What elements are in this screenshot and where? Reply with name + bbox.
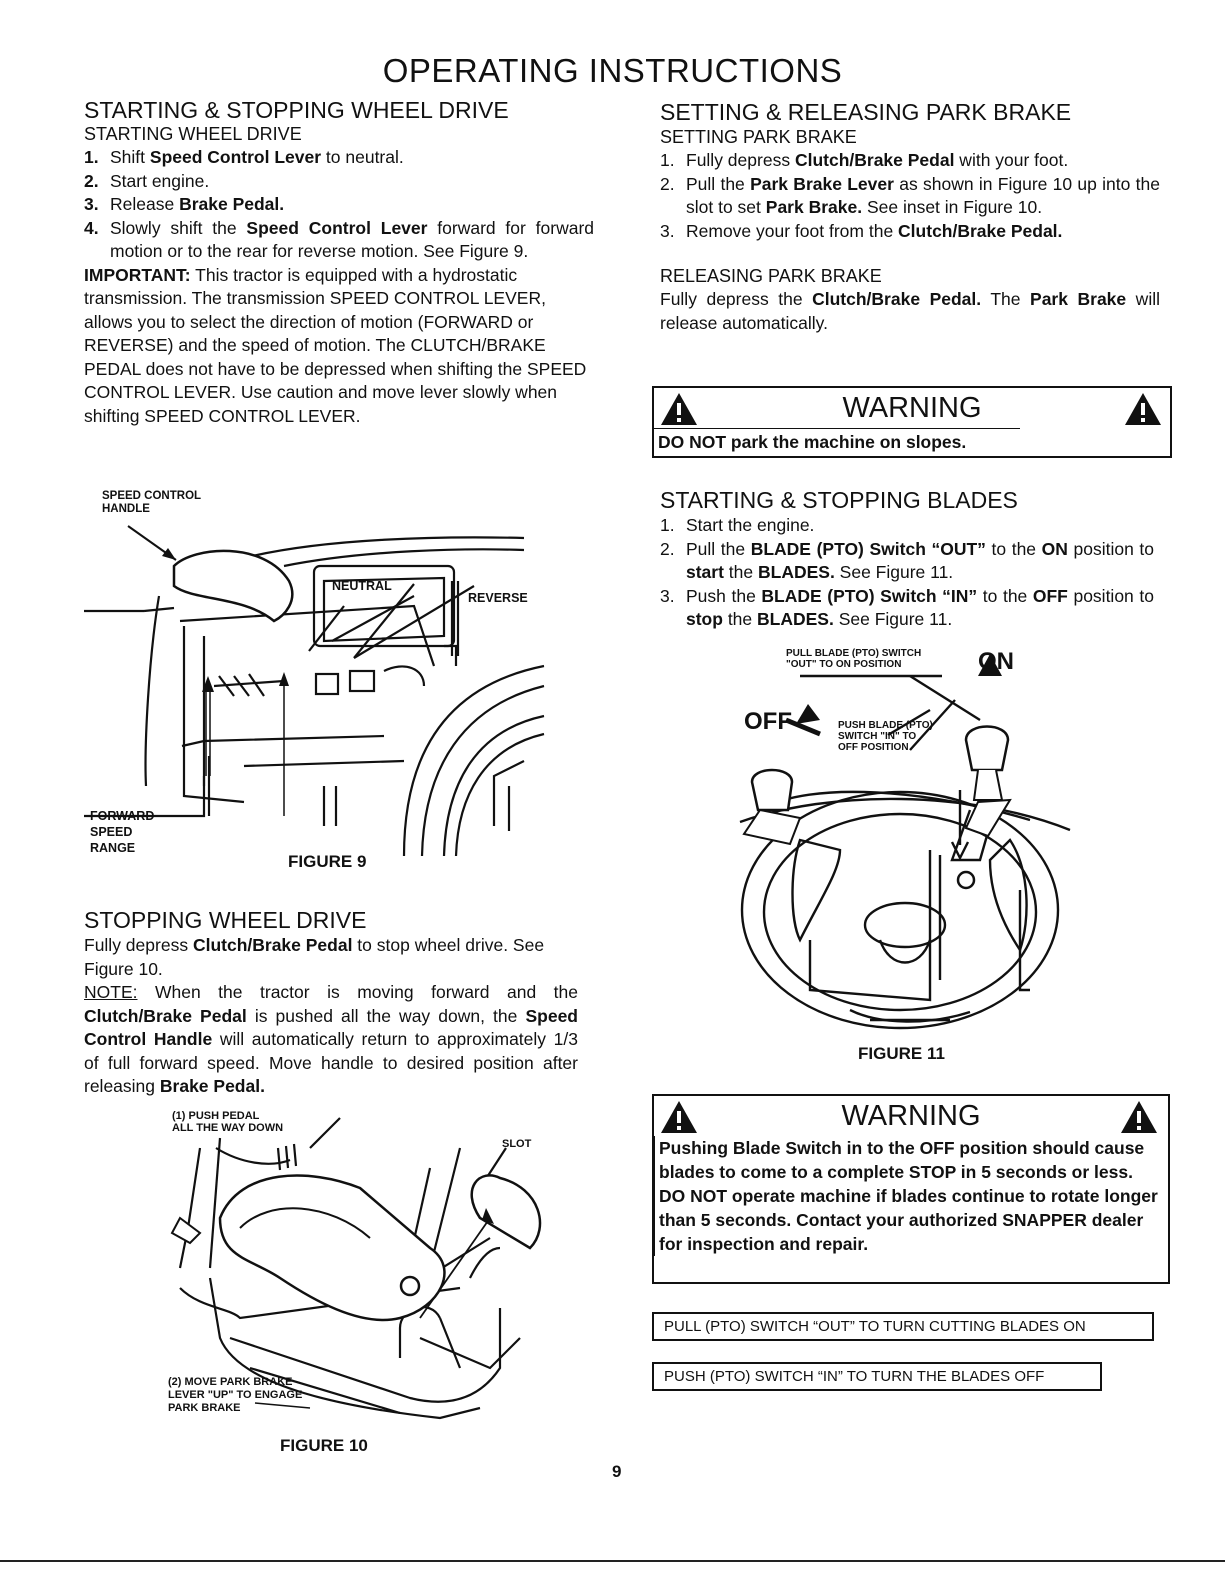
label-on: ON <box>978 648 1014 675</box>
figure-caption: FIGURE 11 <box>858 1044 945 1063</box>
list-item: 2.Pull the Park Brake Lever as shown in … <box>660 173 1160 218</box>
paragraph: Fully depress Clutch/Brake Pedal to stop… <box>84 935 545 979</box>
important-paragraph: IMPORTANT: This tractor is equipped with… <box>84 264 587 426</box>
warning-title: WARNING <box>841 1100 981 1132</box>
note-paragraph: NOTE: When the tractor is moving forward… <box>84 982 579 1096</box>
figure-caption: FIGURE 10 <box>280 1436 368 1455</box>
pto-on-notice: PULL (PTO) SWITCH “OUT” TO TURN CUTTING … <box>652 1312 1154 1341</box>
list-item: 4.Slowly shift the Speed Control Lever f… <box>84 217 595 262</box>
section-blades: STARTING & STOPPING BLADES 1.Start the e… <box>660 486 1154 632</box>
section-title: STARTING & STOPPING BLADES <box>660 487 1018 513</box>
warning-box-blades: WARNING Pushing Blade Switch in to the O… <box>652 1094 1170 1284</box>
list-item: 1.Shift Speed Control Lever to neutral. <box>84 147 404 167</box>
start-steps: 1.Shift Speed Control Lever to neutral. … <box>84 146 594 264</box>
list-item: 1.Start the engine. <box>660 515 815 535</box>
blade-steps: 1.Start the engine. 2.Pull the BLADE (PT… <box>660 514 1154 632</box>
section-stopping-wheel-drive: STOPPING WHEEL DRIVE Fully depress Clutc… <box>84 906 578 1099</box>
section-title: STOPPING WHEEL DRIVE <box>84 907 367 933</box>
section-wheel-drive: STARTING & STOPPING WHEEL DRIVE STARTING… <box>84 96 594 428</box>
blade-switch-illustration <box>739 654 1071 1030</box>
section-park-brake: SETTING & RELEASING PARK BRAKE SETTING P… <box>660 98 1160 335</box>
warning-icon <box>1121 1101 1157 1133</box>
subsection-title: STARTING WHEEL DRIVE <box>84 124 302 144</box>
label-off: OFF <box>744 708 792 735</box>
subsection-title: RELEASING PARK BRAKE <box>660 266 882 286</box>
warning-icon <box>661 1101 697 1133</box>
section-title: STARTING & STOPPING WHEEL DRIVE <box>84 97 509 123</box>
list-item: 3.Push the BLADE (PTO) Switch “IN” to th… <box>660 585 1154 630</box>
label-reverse: REVERSE <box>468 591 528 605</box>
park-brake-illustration <box>170 1117 542 1420</box>
warning-text: DO NOT park the machine on slopes. <box>654 428 1020 454</box>
page-bottom-rule <box>0 1560 1225 1562</box>
list-item: 3.Release Brake Pedal. <box>84 194 285 214</box>
page-number: 9 <box>612 1462 622 1481</box>
label-pull-blade-switch: PULL BLADE (PTO) SWITCH"OUT" TO ON POSIT… <box>786 648 922 670</box>
list-item: 3.Remove your foot from the Clutch/Brake… <box>660 220 1063 241</box>
warning-text: Pushing Blade Switch in to the OFF posit… <box>654 1136 1168 1256</box>
list-item: 2.Start engine. <box>84 170 210 191</box>
page-title: OPERATING INSTRUCTIONS <box>382 52 843 89</box>
figure-caption: FIGURE 9 <box>288 852 367 871</box>
park-brake-steps: 1.Fully depress Clutch/Brake Pedal with … <box>660 149 1160 243</box>
list-item: 1.Fully depress Clutch/Brake Pedal with … <box>660 150 1069 170</box>
pto-off-notice: PUSH (PTO) SWITCH “IN” TO TURN THE BLADE… <box>652 1362 1102 1391</box>
subsection-title: SETTING PARK BRAKE <box>660 127 857 147</box>
speed-control-illustration <box>84 525 545 857</box>
warning-title: WARNING <box>842 392 982 424</box>
warning-box-parking: WARNING DO NOT park the machine on slope… <box>652 386 1172 458</box>
figure-11: PULL BLADE (PTO) SWITCH"OUT" TO ON POSIT… <box>730 640 1090 1070</box>
label-slot: SLOT <box>502 1138 532 1150</box>
label-neutral: NEUTRAL <box>332 579 392 593</box>
warning-icon <box>1125 393 1161 425</box>
warning-icon <box>661 393 697 425</box>
section-title: SETTING & RELEASING PARK BRAKE <box>660 99 1072 125</box>
list-item: 2.Pull the BLADE (PTO) Switch “OUT” to t… <box>660 538 1154 583</box>
paragraph: Fully depress the Clutch/Brake Pedal. Th… <box>660 289 1160 333</box>
